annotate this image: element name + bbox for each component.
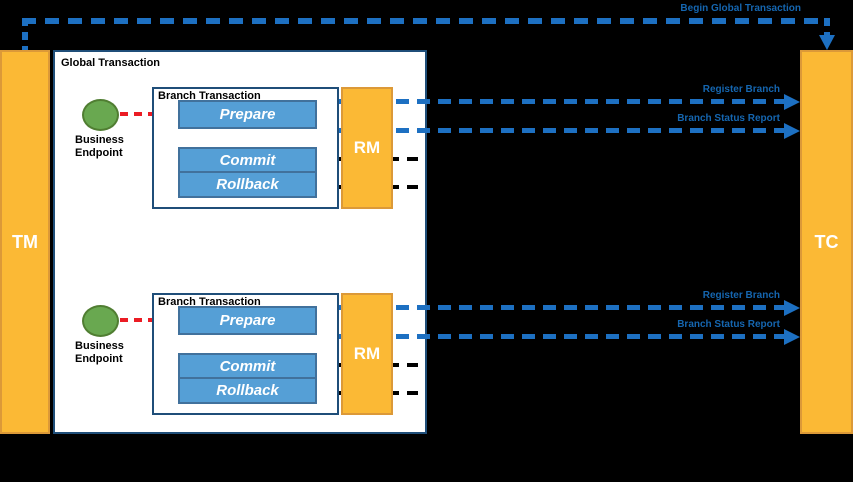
register-branch-arrowhead-icon xyxy=(784,300,800,316)
begin-global-transaction-line xyxy=(22,18,828,24)
branch-status-report-label: Branch Status Report xyxy=(677,113,780,124)
begin-global-transaction-line-tm-riser xyxy=(22,18,28,50)
begin-global-transaction-arrowhead-icon xyxy=(819,35,835,50)
business-endpoint-label: Business Endpoint xyxy=(75,134,124,160)
register-branch-line xyxy=(312,305,785,310)
register-branch-line xyxy=(312,99,785,104)
register-branch-label: Register Branch xyxy=(702,84,780,95)
rm-node: RM xyxy=(341,87,393,209)
branch-transaction-title: Branch Transaction xyxy=(158,296,261,308)
branch-transaction-group-2: Register Branch Branch Status Report Bus… xyxy=(0,290,853,428)
branch-transaction-group-1: Register Branch Branch Status Report Bus… xyxy=(0,84,853,222)
branch-status-report-line xyxy=(312,128,785,133)
business-endpoint-label-line1: Business xyxy=(75,134,124,146)
business-endpoint-circle xyxy=(82,99,119,131)
rollback-box: Rollback xyxy=(178,377,317,404)
tm-node: TM xyxy=(0,50,50,434)
register-branch-label: Register Branch xyxy=(702,290,780,301)
commit-box: Commit xyxy=(178,353,317,379)
prepare-box: Prepare xyxy=(178,100,317,129)
branch-status-report-label: Branch Status Report xyxy=(677,319,780,330)
business-endpoint-label-line1: Business xyxy=(75,340,124,352)
tc-node: TC xyxy=(800,50,853,434)
invoke-prepare-line xyxy=(120,112,162,116)
tm-label: TM xyxy=(12,231,38,252)
global-transaction-title: Global Transaction xyxy=(61,57,161,69)
rm-node: RM xyxy=(341,293,393,415)
business-endpoint-label: Business Endpoint xyxy=(75,340,124,366)
business-endpoint-label-line2: Endpoint xyxy=(75,353,123,365)
rollback-box: Rollback xyxy=(178,171,317,198)
branch-status-report-line xyxy=(312,334,785,339)
prepare-box: Prepare xyxy=(178,306,317,335)
business-endpoint-circle xyxy=(82,305,119,337)
branch-status-report-arrowhead-icon xyxy=(784,123,800,139)
begin-global-transaction-line-tc-drop xyxy=(824,18,830,38)
rm-label: RM xyxy=(353,344,381,363)
register-branch-arrowhead-icon xyxy=(784,94,800,110)
branch-status-report-arrowhead-icon xyxy=(784,329,800,345)
rm-label: RM xyxy=(353,138,381,157)
tc-label: TC xyxy=(814,231,839,252)
business-endpoint-label-line2: Endpoint xyxy=(75,147,123,159)
invoke-prepare-line xyxy=(120,318,162,322)
begin-global-transaction-label: Begin Global Transaction xyxy=(680,3,801,14)
commit-box: Commit xyxy=(178,147,317,173)
branch-transaction-title: Branch Transaction xyxy=(158,90,261,102)
